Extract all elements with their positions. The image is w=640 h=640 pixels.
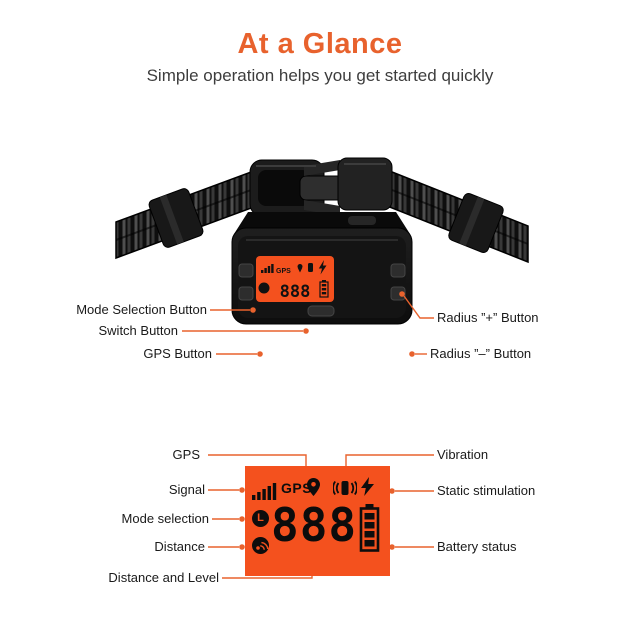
lcd-digits: 888 (271, 498, 358, 552)
receiver-device: GPS 888 (231, 212, 413, 325)
callout-radius-plus-button: Radius ”+” Button (437, 310, 539, 325)
callout-battery-status: Battery status (437, 539, 517, 554)
dot-radius-minus (409, 351, 415, 357)
collar-strap-right (381, 166, 529, 264)
dot-distance (239, 544, 245, 550)
lcd-gps-text: GPS (281, 480, 313, 496)
callout-mode-selection-button: Mode Selection Button (76, 302, 207, 317)
callout-mode-selection: Mode selection (121, 511, 209, 526)
page-subtitle: Simple operation helps you get started q… (146, 66, 494, 85)
line-radius-plus (403, 295, 434, 319)
mini-mode-icon (258, 282, 270, 294)
mini-screen-glyphs: GPS 888 (258, 260, 329, 302)
callout-gps: GPS (172, 447, 200, 462)
callout-gps-button: GPS Button (143, 346, 212, 361)
callout-distance-and-level: Distance and Level (108, 570, 219, 585)
mini-battery-icon (319, 281, 329, 298)
gps-pin-icon (307, 478, 320, 496)
lcd-display: GPS L 888 (245, 466, 390, 576)
dot-switch (303, 328, 309, 334)
device-top-face (234, 212, 410, 234)
device-top-button (348, 216, 376, 225)
dot-signal (239, 487, 245, 493)
vibration-icon (333, 480, 357, 496)
distance-icon (252, 537, 269, 554)
dot-battery (389, 544, 395, 550)
callout-distance: Distance (154, 539, 205, 554)
dot-static (389, 488, 395, 494)
device-faceplate (238, 236, 406, 318)
callout-signal: Signal (168, 482, 205, 497)
mini-lightning-icon (318, 260, 327, 275)
mini-screen-gps-text: GPS (276, 268, 291, 275)
mini-pin-icon (297, 264, 303, 269)
device-mini-screen (256, 256, 334, 302)
device-switch-button (307, 305, 335, 317)
mini-screen-digits: 888 (280, 282, 311, 302)
device-gps-button (238, 286, 254, 301)
dot-mode-sel (239, 516, 245, 522)
strap-keeper-right (448, 193, 504, 253)
callout-vibration: Vibration (437, 447, 489, 462)
strap-keeper-left (148, 188, 204, 248)
signal-bars-icon (252, 483, 277, 500)
dot-gps-button (257, 351, 263, 357)
static-stimulation-icon (361, 477, 374, 496)
dot-mode-selection (250, 307, 256, 313)
device-radius-minus-button (390, 286, 406, 301)
mode-letter: L (257, 512, 264, 524)
page-title: At a Glance (237, 28, 403, 60)
buckle (249, 157, 393, 217)
mode-l-icon: L (252, 510, 269, 527)
line-gps (208, 454, 307, 466)
collar-strap-left (115, 166, 263, 260)
callout-static-stimulation: Static stimulation (437, 483, 536, 498)
device-radius-plus-button (390, 263, 406, 278)
device-mode-selection-button (238, 263, 254, 278)
device-body (231, 227, 413, 325)
mini-vibration-icon (308, 263, 313, 272)
callout-radius-minus-button: Radius ”–” Button (430, 346, 532, 361)
dot-radius-plus (399, 291, 405, 297)
battery-icon (359, 504, 380, 552)
callout-switch-button: Switch Button (98, 323, 179, 338)
